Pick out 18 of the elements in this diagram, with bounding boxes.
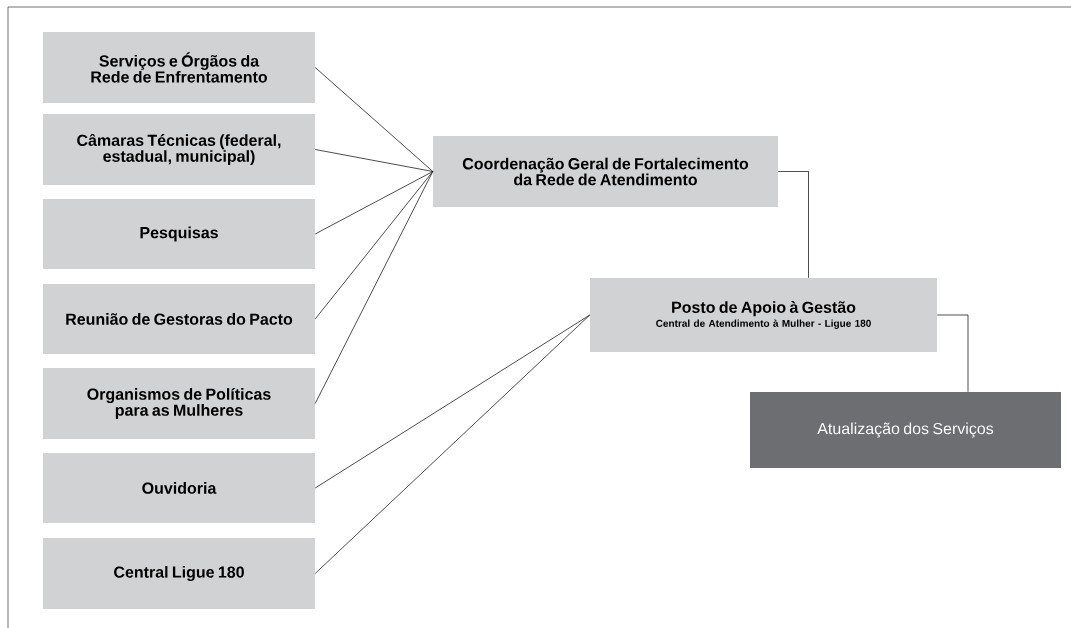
process-box: Coordenação Geral de Fortalecimento da Rede de Atendimento <box>433 136 778 207</box>
process-box: Atualização dos Serviços <box>750 392 1061 468</box>
connector-line <box>314 67 434 172</box>
process-box: Câmaras Técnicas (federal, estadual, municipal) <box>43 114 315 185</box>
connector-line <box>777 171 809 279</box>
process-box: Central Ligue 180 <box>43 538 315 609</box>
connector-line <box>936 314 969 393</box>
connector-line <box>314 149 434 172</box>
connector-line <box>314 314 591 574</box>
process-box: Reunião de Gestoras do Pacto <box>43 284 315 354</box>
connector-line <box>314 171 434 320</box>
process-box: Serviços e Órgãos da Rede de Enfrentamento <box>43 32 315 103</box>
process-box: Organismos de Políticas para as Mulheres <box>43 368 315 439</box>
connector-line <box>314 171 434 235</box>
process-box: Pesquisas <box>43 199 315 269</box>
connector-line <box>314 171 434 404</box>
process-box: Ouvidoria <box>43 453 315 523</box>
process-box: Posto de Apoio à Gestão Central de Atendimento à Mulher - Ligue 180 <box>590 278 937 352</box>
